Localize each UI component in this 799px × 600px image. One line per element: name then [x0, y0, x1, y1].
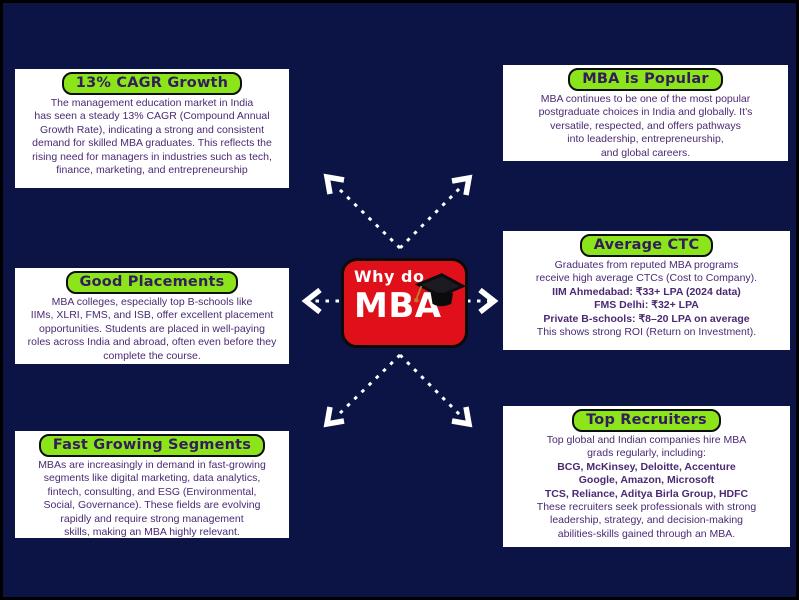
card-text-line: into leadership, entrepreneurship, [567, 133, 724, 146]
card-body-text: MBA continues to be one of the most popu… [503, 93, 788, 160]
card-text-line: receive high average CTCs (Cost to Compa… [535, 272, 758, 285]
card-text-line: Graduates from reputed MBA programs [554, 259, 739, 271]
card-title-badge: Average CTC [579, 234, 714, 257]
card-text-line: The management education market in India [50, 97, 254, 109]
card-title-badge: Fast Growing Segments [38, 434, 266, 457]
card-text-line: This shows strong ROI (Return on Investm… [536, 326, 757, 339]
card-text-line: skills, making an MBA highly relevant. [64, 526, 240, 539]
arrowhead-right [478, 287, 499, 315]
arrow-shaft-up-left [335, 185, 402, 250]
card-text-line: has seen a steady 13% CAGR (Compound Ann… [34, 110, 270, 123]
card-text-line: finance, marketing, and entrepreneurship [56, 164, 248, 177]
card-text-line: Top global and Indian companies hire MBA [546, 434, 747, 446]
center-topic-box: Why do MBA [341, 258, 468, 348]
card-text-line: versatile, respected, and offers pathway… [550, 119, 741, 132]
card-cagr-growth: 13% CAGR Growth The management education… [15, 69, 289, 188]
card-top-recruiters: Top Recruiters Top global and Indian com… [503, 406, 790, 547]
card-text-line: MBAs are increasingly in demand in fast-… [38, 459, 266, 471]
card-text-line: IIM Ahmedabad: ₹33+ LPA (2024 data) [552, 285, 741, 298]
card-text-line: Google, Amazon, Microsoft [578, 474, 715, 487]
card-title-badge: Top Recruiters [572, 409, 721, 432]
card-text-line: postgraduate choices in India and global… [538, 106, 753, 119]
card-title-badge: MBA is Popular [568, 68, 723, 91]
card-fast-growing-segments: Fast Growing Segments MBAs are increasin… [15, 431, 289, 538]
card-text-line: MBA continues to be one of the most popu… [540, 93, 751, 105]
arrowhead-up-right [451, 174, 473, 196]
card-average-ctc: Average CTC Graduates from reputed MBA p… [503, 231, 790, 350]
card-text-line: opportunities. Students are placed in we… [39, 322, 265, 335]
card-text-line: demand for skilled MBA graduates. This r… [32, 137, 272, 150]
center-topic-line1: Why do [354, 267, 425, 286]
card-text-line: roles across India and abroad, often eve… [27, 336, 277, 349]
card-text-line: Growth Rate), indicating a strong and co… [39, 123, 265, 136]
card-text-line: MBA colleges, especially top B-schools l… [51, 296, 253, 308]
card-text-line: complete the course. [103, 349, 201, 362]
card-text-line: rising need for managers in industries s… [32, 150, 272, 163]
arrowhead-up-left [323, 173, 345, 195]
graduation-cap-icon [414, 273, 467, 307]
card-body-text: MBAs are increasingly in demand in fast-… [15, 459, 289, 539]
arrowhead-down-right [451, 406, 473, 428]
card-good-placements: Good Placements MBA colleges, especially… [15, 268, 289, 364]
card-text-line: FMS Delhi: ₹32+ LPA [594, 299, 699, 312]
arrowhead-down-left [323, 406, 345, 428]
card-mba-is-popular: MBA is Popular MBA continues to be one o… [503, 65, 788, 161]
card-text-line: BCG, McKinsey, Deloitte, Accenture [557, 460, 736, 473]
card-text-line: abilities-skills gained through an MBA. [557, 527, 736, 540]
card-text-line: segments like digital marketing, data an… [43, 472, 261, 485]
card-body-text: The management education market in India… [15, 97, 289, 177]
card-text-line: leadership, strategy, and decision-makin… [550, 514, 743, 527]
card-text-line: rapidly and require strong management [60, 512, 244, 525]
arrowhead-left [301, 287, 322, 315]
center-topic-line2: MBA [354, 286, 442, 326]
card-body-text: MBA colleges, especially top B-schools l… [15, 296, 289, 363]
card-title-badge: Good Placements [65, 271, 239, 294]
card-text-line: TCS, Reliance, Aditya Birla Group, HDFC [544, 487, 749, 500]
arrow-shaft-down-left [335, 353, 402, 418]
arrow-shaft-up-right [398, 186, 462, 250]
card-text-line: Social, Governance). These fields are ev… [43, 499, 261, 512]
card-text-line: IIMs, XLRI, FMS, and ISB, offer excellen… [30, 309, 274, 322]
card-text-line: These recruiters seek professionals with… [536, 501, 757, 514]
radiating-arrows [301, 173, 499, 428]
card-text-line: and global careers. [600, 146, 691, 159]
arrow-shaft-down-right [398, 353, 462, 417]
card-text-line: Private B-schools: ₹8–20 LPA on average [543, 312, 750, 325]
card-title-badge: 13% CAGR Growth [61, 72, 243, 95]
card-text-line: grads regularly, including: [587, 447, 706, 460]
card-body-text: Top global and Indian companies hire MBA… [503, 434, 790, 541]
card-text-line: fintech, consulting, and ESG (Environmen… [47, 485, 257, 498]
